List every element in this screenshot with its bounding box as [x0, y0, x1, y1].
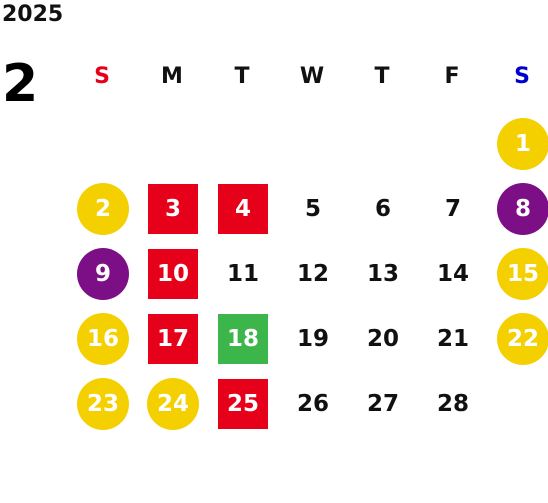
year-label: 2025: [2, 2, 64, 27]
day-cell-7[interactable]: 7: [444, 196, 461, 222]
day-cell-21[interactable]: 21: [436, 326, 469, 352]
weekday-label: W: [299, 64, 325, 89]
day-cell-17[interactable]: 17: [148, 314, 198, 364]
day-cell-13[interactable]: 13: [366, 261, 399, 287]
day-cell-24[interactable]: 24: [147, 378, 199, 430]
day-cell-19[interactable]: 19: [296, 326, 329, 352]
day-cell-1[interactable]: 1: [497, 118, 548, 170]
day-cell-28[interactable]: 28: [436, 391, 469, 417]
day-cell-3[interactable]: 3: [148, 184, 198, 234]
day-cell-18[interactable]: 18: [218, 314, 268, 364]
day-cell-5[interactable]: 5: [304, 196, 321, 222]
weekday-label: T: [234, 64, 250, 89]
day-cell-6[interactable]: 6: [374, 196, 391, 222]
day-cell-27[interactable]: 27: [366, 391, 399, 417]
day-cell-14[interactable]: 14: [436, 261, 469, 287]
day-cell-10[interactable]: 10: [148, 249, 198, 299]
day-cell-8[interactable]: 8: [497, 183, 548, 235]
day-cell-26[interactable]: 26: [296, 391, 329, 417]
day-cell-22[interactable]: 22: [497, 313, 548, 365]
day-cell-15[interactable]: 15: [497, 248, 548, 300]
weekday-label: M: [161, 64, 183, 89]
month-number: 2: [2, 54, 39, 114]
day-cell-2[interactable]: 2: [77, 183, 129, 235]
weekday-label: T: [374, 64, 390, 89]
weekday-label: S: [514, 64, 530, 89]
day-cell-23[interactable]: 23: [77, 378, 129, 430]
day-cell-11[interactable]: 11: [226, 261, 259, 287]
day-cell-9[interactable]: 9: [77, 248, 129, 300]
day-cell-4[interactable]: 4: [218, 184, 268, 234]
day-cell-20[interactable]: 20: [366, 326, 399, 352]
weekday-label: S: [94, 64, 110, 89]
day-cell-16[interactable]: 16: [77, 313, 129, 365]
day-cell-12[interactable]: 12: [296, 261, 329, 287]
weekday-label: F: [444, 64, 460, 89]
day-cell-25[interactable]: 25: [218, 379, 268, 429]
